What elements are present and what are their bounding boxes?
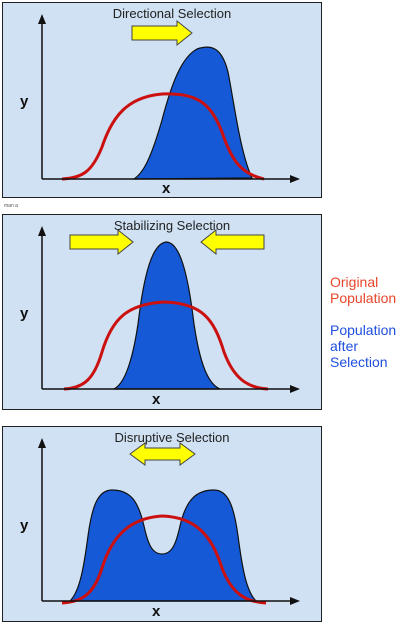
original-population-curve — [61, 514, 267, 605]
legend-original-population: Original Population — [330, 274, 396, 306]
x-axis-arrowhead — [290, 597, 300, 605]
panel-title: Directional Selection — [113, 6, 232, 21]
y-axis-arrowhead — [38, 438, 46, 448]
x-axis-label: x — [152, 603, 161, 620]
legend-after-line3: Selection — [330, 354, 388, 370]
directional-selection-panel: Directional Selection y x — [2, 2, 322, 198]
y-axis-label: y — [20, 305, 29, 322]
legend-after-line2: after — [330, 338, 359, 354]
disruptive-selection-diagram: Disruptive Selection y x — [2, 426, 322, 622]
legend-after-line1: Population — [330, 322, 397, 338]
population-after-selection-shape — [113, 241, 221, 390]
legend-population-after-selection: Population after Selection — [330, 322, 396, 370]
disruptive-selection-panel: Disruptive Selection y x — [2, 426, 322, 622]
right-arrow-icon — [131, 19, 193, 47]
panel-title: Stabilizing Selection — [114, 218, 230, 233]
y-axis-arrowhead — [38, 14, 46, 24]
x-axis-arrowhead — [290, 175, 300, 183]
x-axis-label: x — [162, 180, 171, 197]
population-after-selection-shape — [131, 46, 253, 180]
double-arrow-icon — [129, 442, 196, 466]
x-axis-label: x — [152, 391, 161, 408]
y-axis-label: y — [20, 93, 29, 110]
panel-title: Disruptive Selection — [115, 430, 230, 445]
stabilizing-selection-panel: Stabilizing Selection y x — [2, 214, 322, 410]
legend-original-line1: Original — [330, 274, 379, 290]
y-axis-label: y — [20, 517, 29, 534]
population-after-selection-shape — [68, 489, 258, 602]
x-axis-arrowhead — [290, 385, 300, 393]
left-arrow-icon — [200, 228, 265, 256]
original-population-curve — [61, 92, 265, 181]
legend-original-line2: Population — [330, 290, 397, 306]
directional-selection-diagram: Directional Selection y x — [2, 2, 322, 198]
right-arrow-icon — [69, 228, 134, 256]
stabilizing-selection-diagram: Stabilizing Selection y x — [2, 214, 322, 410]
small-note: man a — [4, 203, 18, 209]
original-population-curve — [63, 300, 269, 391]
y-axis-arrowhead — [38, 226, 46, 236]
